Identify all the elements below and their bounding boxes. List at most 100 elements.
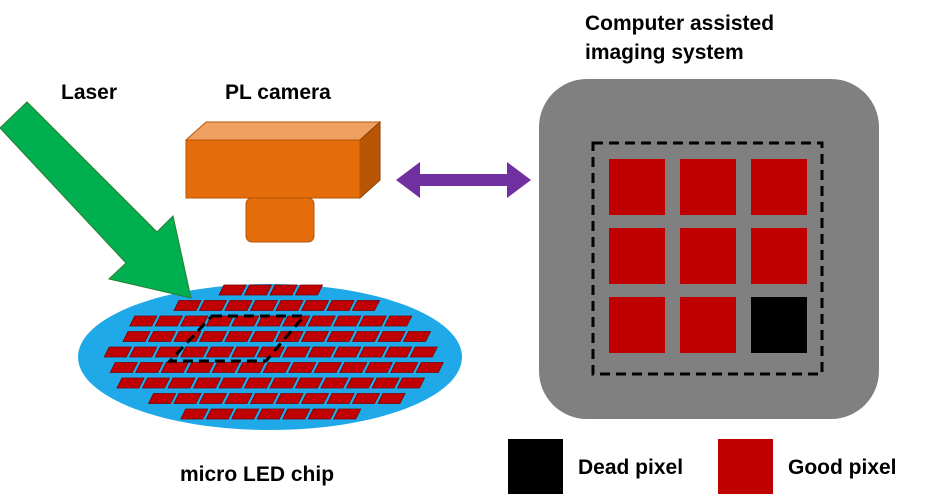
micro-led-pixel [154, 346, 183, 358]
micro-led-pixel [307, 346, 336, 358]
micro-led-pixel [415, 362, 444, 373]
micro-led-pixel [390, 362, 419, 373]
micro-led-pixel [129, 315, 158, 327]
micro-led-pixel [160, 362, 189, 373]
micro-led-pixel [339, 362, 368, 373]
micro-led-pixel [141, 377, 171, 389]
micro-led-pixel [205, 315, 234, 327]
system-label-line2: imaging system [585, 41, 744, 64]
micro-led-pixel [288, 362, 317, 373]
micro-led-pixel [135, 362, 164, 373]
micro-led-pixel [307, 408, 336, 420]
micro-led-pixel [275, 393, 304, 404]
chip-label: micro LED chip [180, 463, 334, 486]
micro-led-pixel [173, 300, 202, 311]
micro-led-pixel [180, 346, 209, 358]
micro-led-pixel [237, 362, 266, 373]
micro-led-pixel [377, 393, 406, 404]
micro-led-pixel [256, 346, 285, 358]
micro-led-pixel [294, 377, 324, 389]
micro-led-pixel [211, 362, 240, 373]
dead-pixel [751, 297, 807, 353]
camera-label: PL camera [225, 81, 331, 104]
micro-led-pixel [103, 346, 132, 358]
micro-led-grid [103, 284, 444, 420]
micro-led-pixel [300, 393, 330, 404]
wafer-selection-frame [166, 314, 308, 363]
micro-led-pixel [218, 377, 247, 389]
micro-led-pixel [243, 284, 273, 296]
legend-dead-swatch [508, 439, 563, 494]
laser-arrow-icon [0, 101, 192, 299]
double-headed-arrow-icon [396, 162, 531, 198]
micro-led-pixel [269, 377, 298, 389]
micro-led-pixel [192, 377, 222, 389]
micro-led-pixel [224, 331, 253, 342]
micro-led-pixel [256, 408, 285, 420]
good-pixel [609, 297, 665, 353]
micro-led-pixel [275, 331, 304, 342]
micro-led-pixel [109, 362, 138, 373]
good-pixel [751, 159, 807, 215]
micro-led-pixel [224, 393, 253, 404]
good-pixel [680, 297, 736, 353]
micro-led-pixel [377, 331, 406, 342]
micro-led-pixel [129, 346, 158, 358]
micro-led-pixel [384, 315, 413, 327]
legend-good-swatch [718, 439, 773, 494]
micro-led-pixel [249, 300, 279, 311]
micro-led-pixel [351, 393, 381, 404]
micro-led-pixel [173, 393, 202, 404]
screen-selection-frame [591, 141, 824, 376]
micro-led-pixel [218, 284, 247, 296]
micro-led-pixel [320, 377, 349, 389]
micro-led-pixel [262, 362, 291, 373]
micro-led-pixel [396, 377, 426, 389]
micro-led-pixel [243, 377, 273, 389]
good-pixel [680, 228, 736, 284]
display-pixel-grid [609, 159, 807, 353]
micro-led-pixel [198, 331, 228, 342]
legend-good-label: Good pixel [788, 456, 897, 479]
micro-led-pixel [269, 284, 298, 296]
micro-led-pixel [249, 331, 279, 342]
micro-led-pixel [351, 331, 381, 342]
micro-led-pixel [186, 362, 215, 373]
micro-led-pixel [345, 377, 375, 389]
micro-led-pixel [300, 331, 330, 342]
micro-led-pixel [409, 346, 438, 358]
micro-led-pixel [333, 408, 362, 420]
micro-led-pixel [294, 284, 324, 296]
good-pixel [609, 159, 665, 215]
micro-led-pixel [282, 346, 311, 358]
camera-icon [184, 120, 382, 243]
micro-led-pixel [198, 300, 228, 311]
micro-led-pixel [154, 315, 183, 327]
good-pixel [751, 228, 807, 284]
good-pixel [680, 159, 736, 215]
micro-led-pixel [307, 315, 336, 327]
micro-led-pixel [282, 408, 311, 420]
micro-led-pixel [333, 315, 362, 327]
micro-led-pixel [351, 300, 381, 311]
micro-led-pixel [147, 393, 177, 404]
micro-led-pixel [326, 393, 355, 404]
micro-led-pixel [384, 346, 413, 358]
micro-led-pixel [173, 331, 202, 342]
micro-led-pixel [180, 408, 209, 420]
micro-led-pixel [224, 300, 253, 311]
micro-led-pixel [358, 346, 387, 358]
micro-led-pixel [122, 331, 151, 342]
micro-led-pixel [205, 346, 234, 358]
micro-led-pixel [402, 331, 432, 342]
micro-led-pixel [167, 377, 196, 389]
micro-led-pixel [147, 331, 177, 342]
micro-led-pixel [326, 331, 355, 342]
micro-led-pixel [313, 362, 342, 373]
micro-led-pixel [231, 408, 260, 420]
micro-led-pixel [333, 346, 362, 358]
micro-led-pixel [326, 300, 355, 311]
micro-led-pixel [275, 300, 304, 311]
